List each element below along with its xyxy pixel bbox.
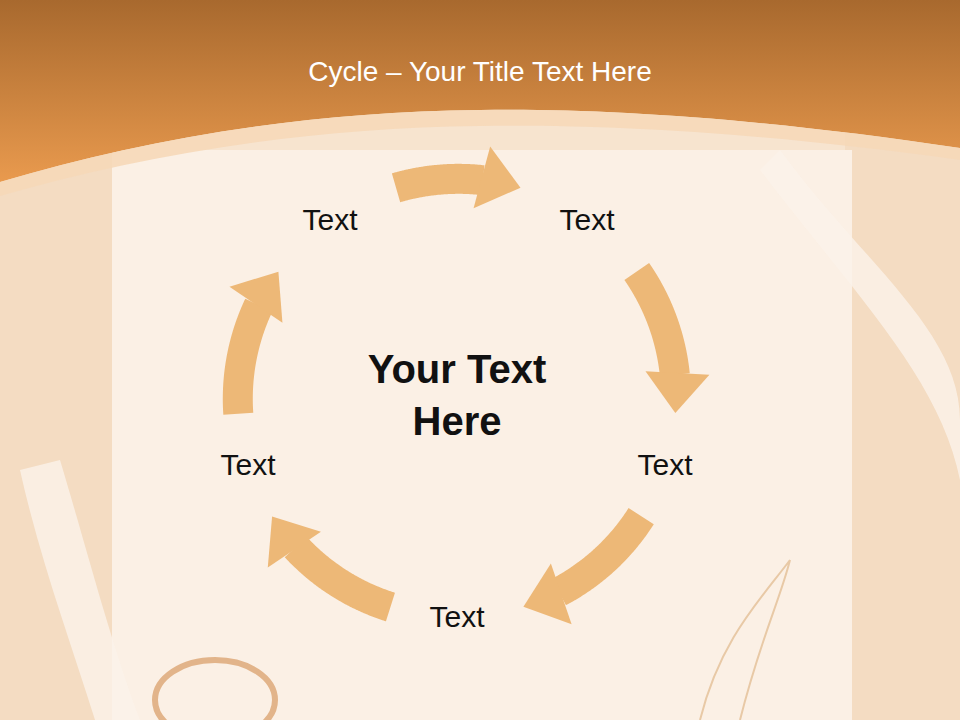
cycle-step: Text — [421, 596, 492, 638]
cycle-step: Text — [551, 199, 622, 241]
step-text: Text — [429, 600, 484, 634]
ribbon — [760, 150, 960, 480]
step-text: Text — [637, 448, 692, 482]
arrow-head — [474, 146, 521, 208]
slide-title: Cycle – Your Title Text Here — [0, 56, 960, 88]
cycle-step: Text — [294, 199, 365, 241]
header-edge — [0, 110, 960, 196]
step-text: Text — [302, 203, 357, 237]
step-text: Text — [220, 448, 275, 482]
paper-card — [112, 150, 852, 720]
arrow-shaft — [396, 179, 483, 188]
arrow-shaft — [637, 271, 675, 374]
cycle-arrow — [268, 516, 391, 607]
arrow-shaft — [559, 516, 641, 592]
arrow-shaft — [296, 547, 391, 607]
arrow-head — [229, 272, 282, 323]
step-text: Text — [559, 203, 614, 237]
ribbon — [20, 460, 140, 720]
cycle-arrow — [229, 272, 282, 414]
cycle-arrow — [637, 271, 710, 413]
center-label: Your Text Here — [327, 343, 587, 447]
cycle-arrow — [396, 146, 520, 208]
cycle-arrow — [523, 516, 641, 624]
arrow-head — [523, 564, 571, 625]
arrow-head — [268, 516, 321, 567]
arrow-shaft — [238, 305, 259, 414]
cycle-step: Text — [629, 444, 700, 486]
ring — [155, 660, 275, 720]
flourish — [700, 560, 790, 720]
cycle-step: Text — [212, 444, 283, 486]
arrow-head — [645, 371, 709, 413]
